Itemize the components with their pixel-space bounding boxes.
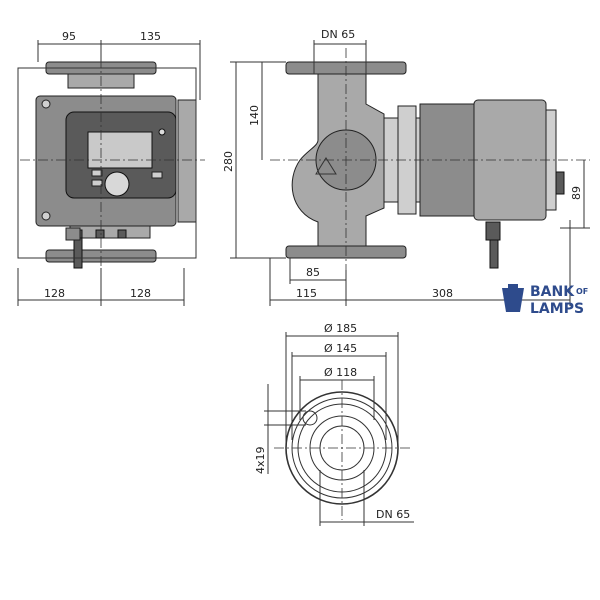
dim-dia-185: Ø 185 (324, 322, 357, 335)
dim-140: 140 (248, 105, 261, 126)
dim-dia-145: Ø 145 (324, 342, 357, 355)
bank-of-lamps-logo: BANK OF LAMPS (502, 284, 588, 317)
dim-dn65-top: DN 65 (321, 28, 355, 41)
dim-4x19: 4x19 (254, 446, 267, 474)
dim-dn65-bottom: DN 65 (376, 508, 410, 521)
display-screen (87, 131, 153, 169)
dim-dia-118: Ø 118 (324, 366, 357, 379)
front-view: 95 135 128 128 (17, 30, 205, 306)
dim-308: 308 (432, 287, 453, 300)
control-knob-icon (104, 171, 130, 197)
dim-115: 115 (296, 287, 317, 300)
dim-95: 95 (62, 30, 76, 43)
dim-128-right: 128 (130, 287, 151, 300)
lamp-icon (502, 288, 524, 312)
dim-280: 280 (222, 151, 235, 172)
flange-view: Ø 185 Ø 145 Ø 118 4x19 DN 65 (254, 322, 414, 526)
dim-135: 135 (140, 30, 161, 43)
side-view: DN 65 140 280 85 115 308 89 (222, 28, 590, 306)
logo-line2: LAMPS (530, 301, 584, 317)
dim-128-left: 128 (44, 287, 65, 300)
logo-line1: BANK (530, 284, 575, 300)
dim-89: 89 (570, 186, 583, 200)
bolt-hole (302, 410, 318, 426)
dim-85: 85 (306, 266, 320, 279)
logo-line1-suffix: OF (576, 287, 588, 296)
